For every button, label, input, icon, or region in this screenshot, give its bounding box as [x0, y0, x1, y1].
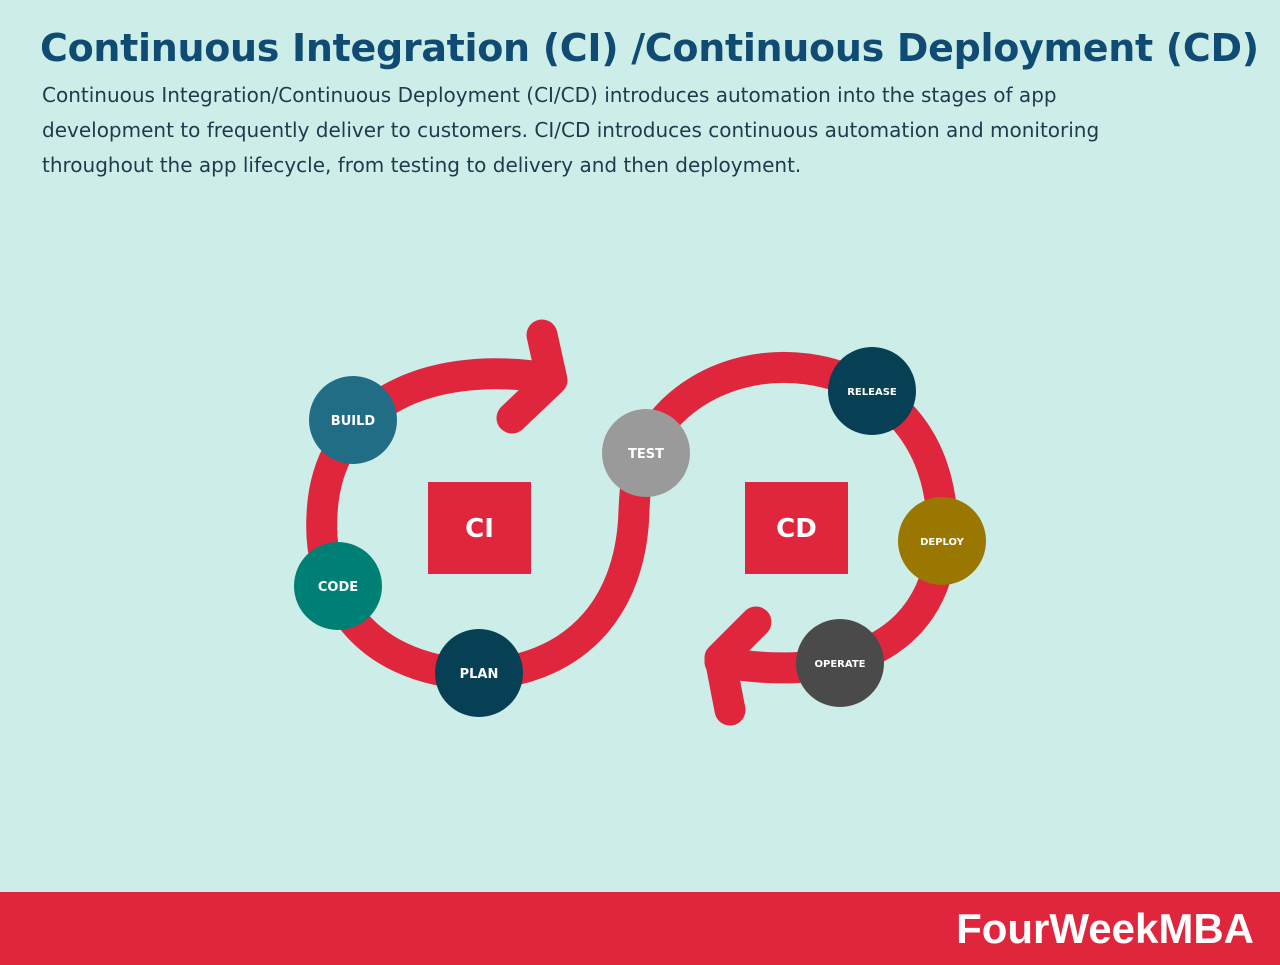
node-operate: OPERATE [796, 619, 884, 707]
node-test-label: TEST [628, 447, 664, 462]
node-plan-label: PLAN [460, 667, 499, 682]
node-code: CODE [294, 542, 382, 630]
node-operate-label: OPERATE [815, 659, 866, 670]
node-plan: PLAN [435, 629, 523, 717]
node-test-circle [602, 409, 690, 497]
ci-arrow-head [496, 319, 568, 434]
cd-box [745, 482, 848, 574]
ci-cd-loop-diagram: CI CD BUILD CODE PLAN TEST RELEASE DEPLO… [294, 319, 986, 726]
node-deploy: DEPLOY [898, 497, 986, 585]
ci-label: CI [465, 514, 494, 544]
node-code-label: CODE [318, 580, 358, 595]
node-plan-circle [435, 629, 523, 717]
footer-bar: FourWeekMBA [0, 892, 1280, 965]
cd-arrow-head [704, 606, 772, 726]
ci-box [428, 482, 531, 574]
node-release: RELEASE [828, 347, 916, 435]
ci-loop-arc [306, 358, 564, 691]
node-test: TEST [602, 409, 690, 497]
node-code-circle [294, 542, 382, 630]
node-deploy-circle [898, 497, 986, 585]
page-title: Continuous Integration (CI) /Continuous … [40, 26, 1259, 70]
node-release-label: RELEASE [847, 387, 897, 398]
node-build-circle [309, 376, 397, 464]
node-release-circle [828, 347, 916, 435]
brand-logo: FourWeekMBA [956, 905, 1254, 952]
cd-label: CD [776, 514, 817, 544]
node-build-label: BUILD [331, 414, 376, 429]
node-deploy-label: DEPLOY [920, 537, 965, 548]
node-operate-circle [796, 619, 884, 707]
node-build: BUILD [309, 376, 397, 464]
page-description: Continuous Integration/Continuous Deploy… [42, 83, 1100, 177]
